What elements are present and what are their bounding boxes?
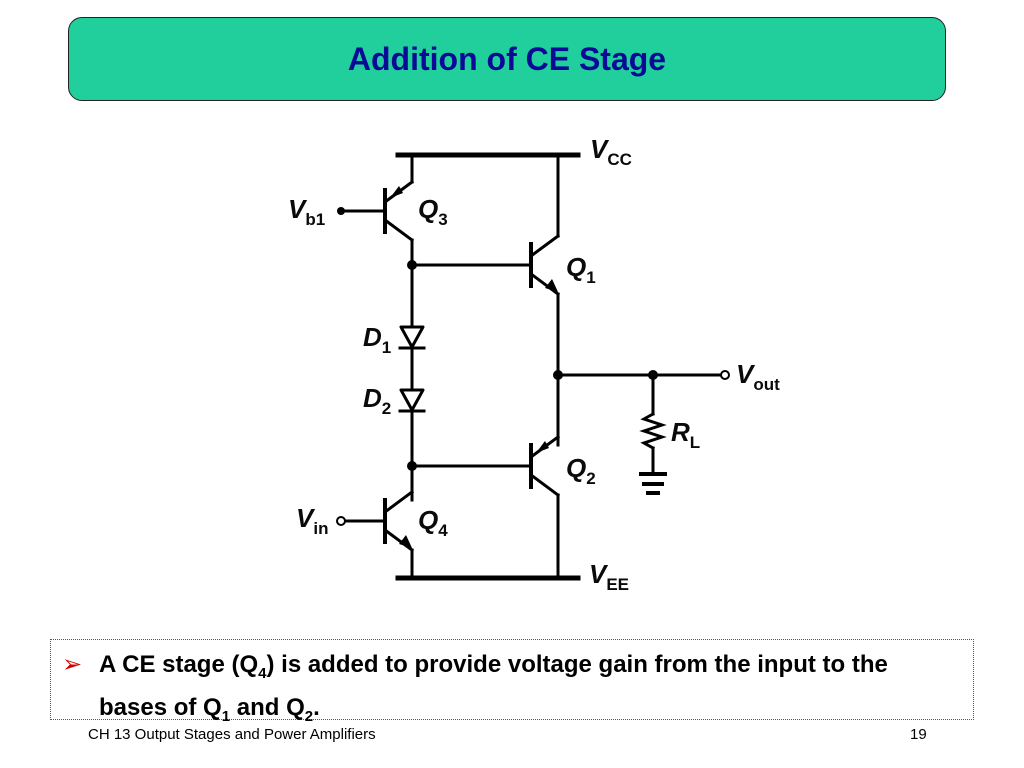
slide-title: Addition of CE Stage xyxy=(347,40,667,77)
label-vee: VEE xyxy=(589,559,629,594)
label-q3: Q3 xyxy=(418,194,448,229)
label-q1: Q1 xyxy=(566,252,596,287)
transistor-q4 xyxy=(344,489,415,553)
vin-terminal xyxy=(336,516,346,526)
title-banner: Addition of CE Stage xyxy=(68,17,946,101)
resistor-rl xyxy=(639,373,667,476)
note-box xyxy=(50,639,974,720)
bullet-arrow-icon: ➢ xyxy=(62,651,83,678)
diode-d1 xyxy=(398,321,426,350)
page-number: 19 xyxy=(910,726,927,743)
transistor-q2 xyxy=(528,434,561,498)
label-vout: Vout xyxy=(736,359,780,394)
diode-d2 xyxy=(398,388,426,413)
transistor-q1 xyxy=(528,233,561,297)
transistor-q3 xyxy=(343,179,415,243)
label-vb1: Vb1 xyxy=(288,194,325,229)
vout-terminal xyxy=(720,370,730,380)
vb1-terminal xyxy=(337,207,345,215)
label-rl: RL xyxy=(671,417,700,452)
ground-symbol xyxy=(639,472,667,495)
label-vin: Vin xyxy=(296,503,328,538)
label-q4: Q4 xyxy=(418,505,448,540)
label-d2: D2 xyxy=(363,383,391,418)
footer-chapter: CH 13 Output Stages and Power Amplifiers xyxy=(88,726,376,743)
label-d1: D1 xyxy=(363,322,391,357)
label-q2: Q2 xyxy=(566,453,596,488)
label-vcc: VCC xyxy=(590,134,632,169)
note-text: A CE stage (Q4) is added to provide volt… xyxy=(99,651,888,725)
